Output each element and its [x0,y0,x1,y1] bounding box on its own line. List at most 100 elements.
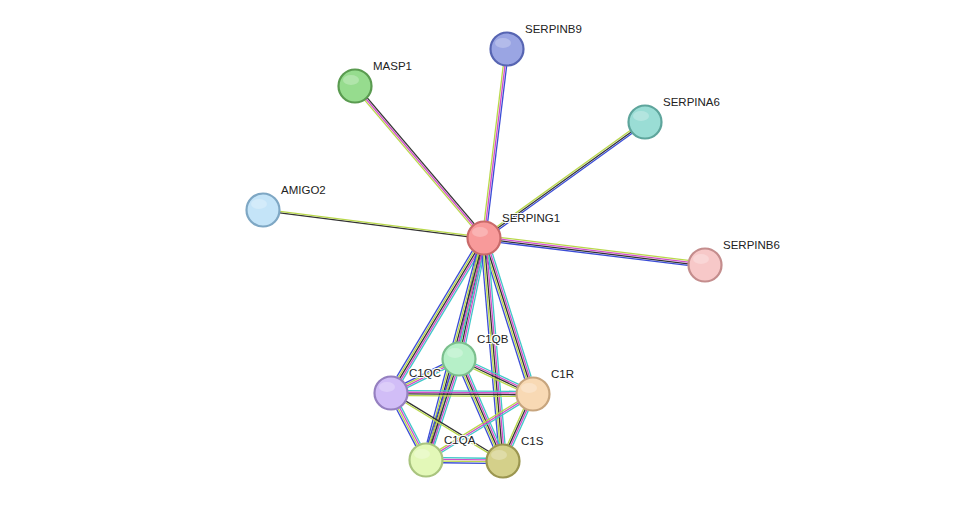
protein-label: AMIGO2 [281,183,326,197]
evidence-line [474,367,517,387]
protein-label: SERPINA6 [663,95,720,109]
interaction-edge [397,407,421,446]
evidence-line [398,408,417,445]
node-disc [487,445,520,478]
node-disc [491,33,524,66]
evidence-line [499,133,632,229]
evidence-line [488,66,507,221]
evidence-line [280,213,467,237]
protein-label: C1QA [444,433,475,447]
evidence-line [401,407,420,444]
evidence-line [473,369,516,389]
evidence-line [486,66,505,221]
node-disc [629,106,662,139]
evidence-line [475,364,518,384]
node-disc [468,222,501,255]
protein-node: SERPING1 [466,220,502,256]
node-circle [245,192,281,228]
interaction-edge [443,458,486,464]
node-circle [627,104,663,140]
evidence-line [280,211,467,235]
node-highlight [379,382,395,392]
evidence-line [501,239,688,262]
evidence-line [443,462,486,464]
protein-node: C1S [485,443,521,479]
interaction-edge [501,238,689,266]
node-disc [410,444,443,477]
evidence-line [408,390,516,392]
evidence-line [443,457,486,459]
evidence-line [428,374,450,443]
node-disc [339,70,372,103]
node-circle [408,442,444,478]
protein-node: SERPINB9 [489,31,525,67]
protein-node: SERPINB6 [687,247,723,283]
node-circle [337,68,373,104]
interaction-edge [427,254,483,445]
node-highlight [472,227,488,237]
evidence-line [408,392,516,394]
protein-node: SERPINA6 [627,104,663,140]
protein-label: C1QC [409,366,441,380]
node-highlight [693,254,709,264]
evidence-line [429,254,478,443]
node-highlight [414,449,430,459]
protein-node: C1QB [441,341,477,377]
protein-label: SERPING1 [502,211,560,225]
interaction-edge [280,211,467,236]
node-disc [689,249,722,282]
evidence-line [482,255,498,444]
evidence-line [365,100,472,226]
evidence-line [397,409,416,446]
evidence-line [443,459,486,461]
evidence-line [501,243,688,266]
evidence-line [408,393,516,395]
node-circle [489,31,525,67]
protein-label: C1R [551,367,574,381]
interaction-edge [497,131,632,230]
node-circle [687,247,723,283]
protein-label: SERPINB6 [723,238,780,252]
evidence-line [430,375,452,444]
protein-label: C1QB [477,332,508,346]
protein-label: MASP1 [373,59,412,73]
evidence-line [367,98,474,224]
node-highlight [491,450,507,460]
interaction-edge [484,66,506,222]
evidence-line [408,395,516,397]
evidence-line [440,401,518,449]
interaction-edge [408,391,516,397]
node-disc [517,378,550,411]
evidence-line [498,132,631,228]
node-circle [515,376,551,412]
interaction-edge [473,364,518,389]
node-circle [441,341,477,377]
evidence-line [475,366,518,386]
evidence-line [443,460,486,462]
evidence-line [405,364,443,383]
node-circle [373,375,409,411]
evidence-line [427,254,476,443]
node-highlight [633,111,649,121]
node-disc [443,343,476,376]
interaction-edge [405,364,445,387]
node-circle [485,443,521,479]
interaction-edge [365,98,475,226]
evidence-line [366,99,473,225]
evidence-line [484,66,503,221]
evidence-line [406,366,444,385]
protein-node: MASP1 [337,68,373,104]
protein-label: C1S [521,434,543,448]
node-highlight [447,348,463,358]
evidence-line [501,238,688,261]
node-highlight [521,383,537,393]
node-highlight [251,199,267,209]
evidence-line [431,375,453,444]
evidence-line [501,241,688,264]
node-highlight [495,38,511,48]
protein-node: C1QC [373,375,409,411]
evidence-line [486,255,525,379]
node-circle [466,220,502,256]
